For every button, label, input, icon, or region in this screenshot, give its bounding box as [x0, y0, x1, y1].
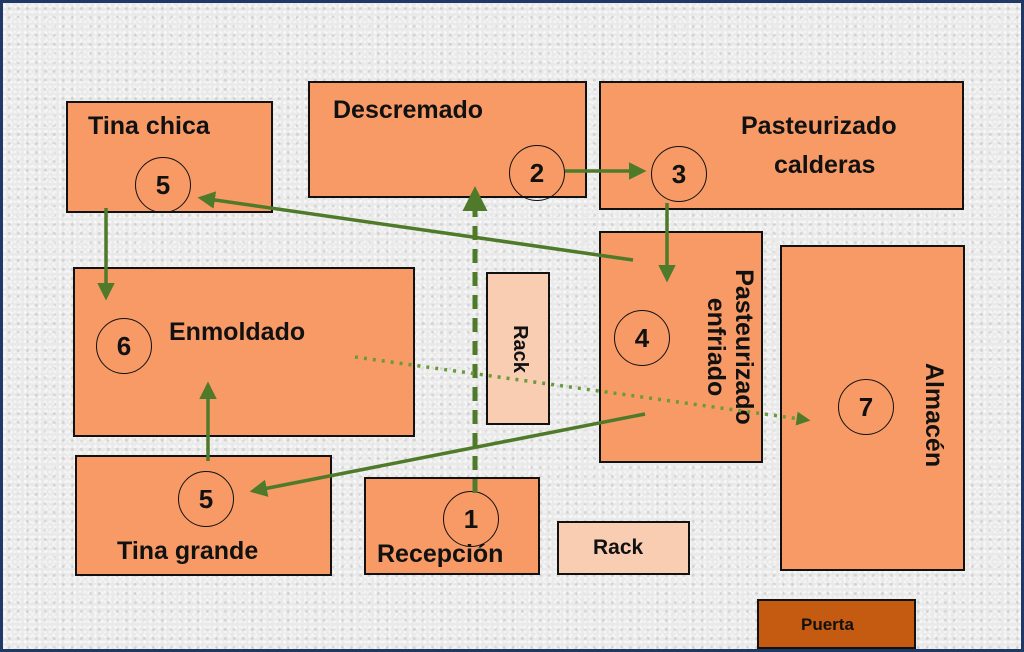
door-puerta — [757, 599, 916, 649]
enmoldado-label: Enmoldado — [169, 318, 306, 346]
step-6-circle: 6 — [96, 318, 152, 374]
rack-horizontal — [557, 521, 690, 575]
step-7-circle: 7 — [838, 379, 894, 435]
tina-grande-label: Tina grande — [117, 537, 259, 565]
puerta-label: Puerta — [801, 615, 854, 634]
recepcion-label: Recepción — [377, 540, 504, 568]
step-2-circle: 2 — [509, 145, 565, 201]
rack-vertical-label: Rack — [509, 325, 531, 373]
step-1-circle: 1 — [443, 491, 499, 547]
step-5-tina-grande-circle: 5 — [178, 471, 234, 527]
pasteurizado-enfriado-label-line2: enfriado — [702, 297, 730, 397]
area-pasteurizado-calderas — [599, 81, 964, 210]
almacen-label: Almacén — [920, 362, 948, 468]
step-4-circle: 4 — [614, 310, 670, 366]
pasteurizado-calderas-label-line2: calderas — [774, 151, 876, 179]
step-5-tina-chica-circle: 5 — [135, 157, 191, 213]
step-3-circle: 3 — [651, 146, 707, 202]
rack-horizontal-label: Rack — [593, 536, 644, 559]
tina-chica-label: Tina chica — [88, 112, 210, 140]
pasteurizado-calderas-label-line1: Pasteurizado — [741, 112, 897, 140]
descremado-label: Descremado — [333, 96, 484, 124]
pasteurizado-enfriado-label-line1: Pasteurizado — [730, 269, 758, 425]
